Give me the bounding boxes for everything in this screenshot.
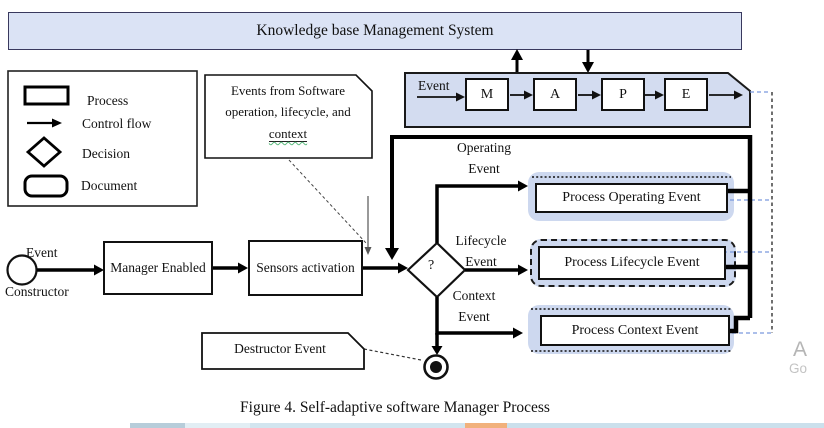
document-rounded-icon (23, 174, 69, 198)
process-operating-event-box: Process Operating Event (535, 183, 728, 213)
note-line-3: context (208, 123, 368, 144)
note-line-1: Events from Software (230, 83, 346, 98)
legend-label-control-flow: Control flow (82, 116, 152, 131)
process-context-event-box: Process Context Event (540, 315, 730, 346)
operating-branch-arrow (435, 180, 528, 243)
legend-label-decision: Decision (82, 146, 130, 161)
note-pointer-arrow (364, 196, 372, 255)
feedback-loop-frame (385, 135, 753, 334)
mape-box-p: P (601, 78, 645, 111)
lifecycle-branch-arrow (465, 264, 528, 276)
mape-event-label: Event (418, 78, 450, 93)
taskbar-segment-orange[interactable] (465, 423, 507, 428)
taskbar-segment-gray-blue[interactable] (130, 423, 185, 428)
operating-label-line1: Operating (457, 140, 511, 155)
lifecycle-label-line2: Event (465, 253, 497, 269)
note-context-word: context (268, 125, 308, 142)
context-branch-arrow (431, 297, 523, 355)
note-text: Events from Software operation, lifecycl… (208, 80, 368, 144)
context-label-line2: Event (458, 308, 490, 324)
taskbar-segment-white (0, 423, 130, 428)
destructor-dashed-link (363, 348, 422, 361)
start-event-circle (6, 254, 38, 286)
branch-label-lifecycle: Lifecycle Event (448, 231, 514, 273)
end-event-circle (423, 354, 449, 380)
taskbar-segment-blue-left[interactable] (250, 423, 465, 428)
branch-label-operating: Operating Event (448, 138, 520, 180)
main-flow-arrows (37, 262, 408, 276)
process-lifecycle-event-box: Process Lifecycle Event (538, 246, 726, 280)
lifecycle-label-line1: Lifecycle (455, 233, 507, 248)
knowledge-base-banner: Knowledge base Management System (8, 12, 742, 50)
watermark-text-go: Go (789, 361, 808, 376)
note-pointer-dashed (288, 159, 367, 244)
taskbar-segment-light[interactable] (185, 423, 250, 428)
control-flow-arrow-icon (27, 118, 62, 128)
mape-box-e: E (664, 78, 708, 111)
figure-caption: Figure 4. Self-adaptive software Manager… (240, 399, 550, 416)
watermark-text-a: A (793, 338, 808, 361)
branch-label-context: Context Event (443, 286, 505, 328)
decision-diamond-icon (25, 136, 63, 168)
kb-up-arrow (511, 49, 523, 73)
operating-label-line2: Event (468, 160, 500, 176)
process-rect-icon (23, 85, 70, 106)
mape-box-a: A (533, 78, 577, 111)
manager-enabled-box: Manager Enabled (103, 241, 213, 295)
sensors-activation-box: Sensors activation (248, 240, 363, 296)
banner-title: Knowledge base Management System (256, 22, 494, 39)
note-line-2: operation, lifecycle, and (225, 104, 351, 120)
note-events-box (204, 74, 373, 159)
decision-question-mark: ? (428, 258, 435, 273)
kb-down-arrow (582, 50, 594, 73)
legend-label-process: Process (87, 93, 129, 108)
destructor-event-box-outline (201, 332, 365, 370)
start-event-bottom-label: Constructor (5, 284, 69, 299)
start-event-top-label: Event (26, 245, 58, 260)
destructor-event-label: Destructor Event (234, 341, 326, 356)
mape-box-m: M (465, 78, 509, 111)
context-label-line1: Context (452, 288, 496, 303)
legend-label-document: Document (81, 178, 138, 193)
taskbar-segment-blue-right[interactable] (507, 423, 824, 428)
mape-flow-arrows (417, 90, 743, 102)
